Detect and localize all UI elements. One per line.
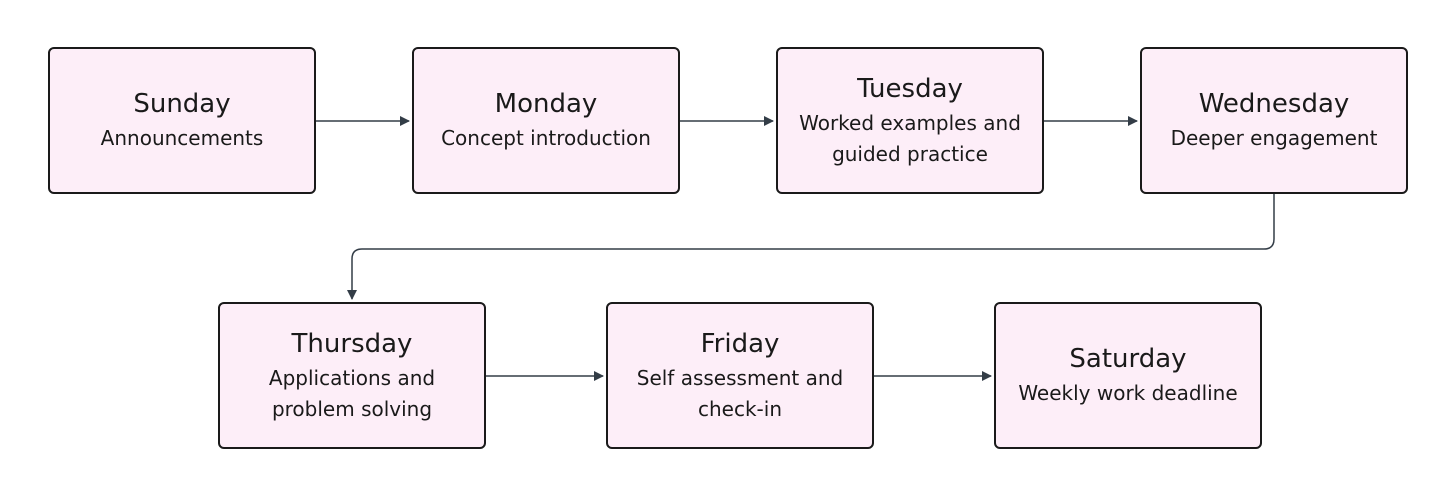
day-description: Concept introduction [441,126,651,150]
day-description: Weekly work deadline [1018,381,1238,405]
day-node-tuesday: Tuesday Worked examples and guided pract… [776,47,1044,194]
day-description: Deeper engagement [1170,126,1378,150]
day-title: Thursday [291,328,413,359]
day-node-thursday: Thursday Applications and problem solvin… [218,302,486,449]
day-node-friday: Friday Self assessment and check-in [606,302,874,449]
day-description: Worked examples and guided practice [799,110,1021,166]
day-title: Saturday [1069,344,1187,374]
day-node-monday: Monday Concept introduction [412,47,680,194]
day-title: Monday [494,89,598,119]
day-node-sunday: Sunday Announcements [48,47,316,194]
day-description: Applications and problem solving [268,365,436,421]
day-description: Announcements [100,126,264,150]
day-title: Friday [700,328,780,359]
day-title: Wednesday [1198,89,1350,119]
day-node-wednesday: Wednesday Deeper engagement [1140,47,1408,194]
day-node-saturday: Saturday Weekly work deadline [994,302,1262,449]
day-description: Self assessment and check-in [636,365,844,421]
arrow-wednesday-to-thursday [347,194,1275,300]
day-title: Tuesday [857,73,963,104]
day-title: Sunday [133,89,231,119]
